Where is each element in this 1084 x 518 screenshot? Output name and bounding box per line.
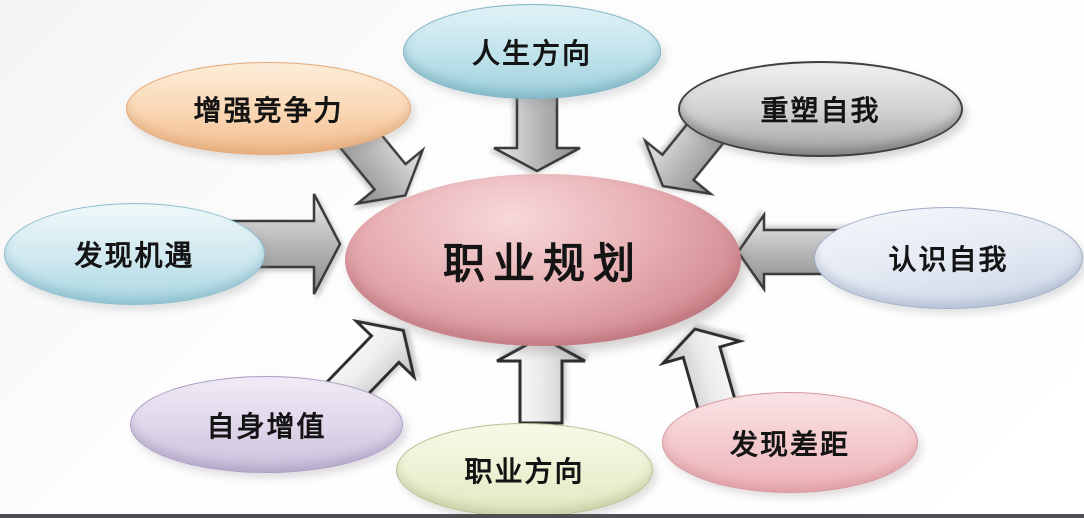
arrow-from-career-direction xyxy=(496,335,586,425)
node-reshape-self: 重塑自我 xyxy=(678,61,963,157)
node-career-planning: 职业规划 xyxy=(345,174,741,346)
node-self-appreciation: 自身增值 xyxy=(130,376,403,473)
node-reshape-self-label: 重塑自我 xyxy=(760,94,881,127)
node-career-direction: 职业方向 xyxy=(396,423,653,517)
node-boost-competitiveness-label: 增强竞争力 xyxy=(193,93,344,127)
arrow-from-discover-gaps xyxy=(658,327,746,414)
node-self-appreciation-label: 自身增值 xyxy=(206,409,327,443)
node-know-self-label: 认识自我 xyxy=(888,243,1009,276)
node-discover-opportunities: 发现机遇 xyxy=(4,203,265,305)
node-discover-gaps: 发现差距 xyxy=(662,392,918,493)
node-discover-gaps-label: 发现差距 xyxy=(729,427,850,461)
node-life-direction-label: 人生方向 xyxy=(471,36,592,70)
node-discover-opportunities-label: 发现机遇 xyxy=(74,239,195,272)
node-know-self: 认识自我 xyxy=(814,207,1083,309)
node-career-direction-label: 职业方向 xyxy=(464,455,585,488)
node-life-direction: 人生方向 xyxy=(403,4,661,99)
node-boost-competitiveness: 增强竞争力 xyxy=(126,62,411,155)
bottom-edge-bar xyxy=(0,514,1084,518)
node-career-planning-label: 职业规划 xyxy=(442,238,643,288)
arrow-from-life-direction xyxy=(493,91,581,173)
